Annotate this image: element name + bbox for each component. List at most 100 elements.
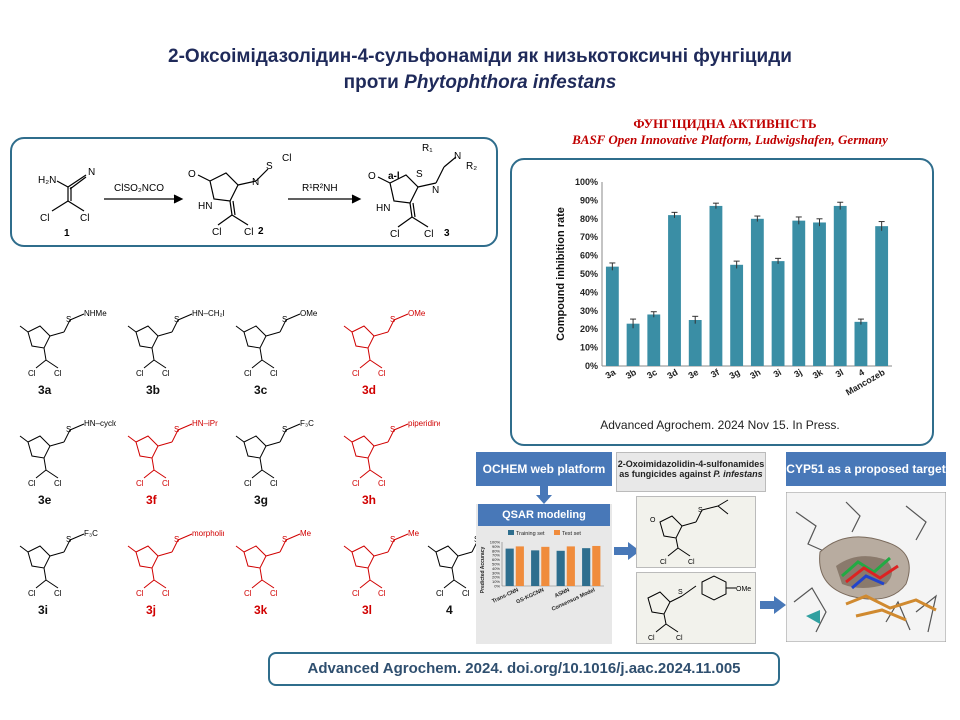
atom-cl: Cl: [352, 369, 360, 378]
atom-cl: Cl: [162, 589, 170, 598]
compound-substituent: F₃C: [300, 419, 314, 428]
y-tick-label: 80%: [580, 214, 598, 224]
title-line-1: 2-Оксоімідазолідин-4-сульфонаміди як низ…: [168, 46, 792, 67]
mini-y-axis-label: Predicted Accuracy: [480, 547, 486, 594]
atom-o: O: [188, 169, 196, 180]
label-1: 1: [64, 228, 70, 239]
atom-cl: Cl: [212, 227, 221, 238]
atom-cl: Cl: [136, 479, 144, 488]
arrow-right-icon: [760, 596, 786, 614]
atom-s: S: [174, 425, 179, 434]
y-tick-label: 30%: [580, 306, 598, 316]
compound-label: 3f: [146, 493, 158, 507]
atom-cl: Cl: [28, 369, 36, 378]
atom-cl: Cl: [162, 369, 170, 378]
cyp51-docking-image: [786, 492, 946, 642]
atom-cl: Cl: [28, 479, 36, 488]
x-tick-label: Mancozeb: [844, 367, 887, 398]
chart-reference: Advanced Agrochem. 2024 Nov 15. In Press…: [600, 418, 840, 432]
atom-cl: Cl: [80, 213, 89, 224]
label-2: 2: [258, 226, 264, 237]
atom-hn: HN: [376, 203, 390, 214]
compound-3e: HN–cyclobutylSClCl3e: [19, 419, 116, 507]
error-bar: [712, 202, 719, 209]
bar-3b: [626, 323, 640, 366]
atom-n: N: [252, 177, 259, 188]
activity-chart-box: [510, 158, 934, 446]
atom-cl: Cl: [136, 589, 144, 598]
y-tick-label: 60%: [580, 251, 598, 261]
compound-label: 4: [446, 603, 453, 617]
reagent-1: ClSO₂NCO: [114, 183, 164, 194]
atom-cl: Cl: [162, 479, 170, 488]
label-3: 3: [444, 228, 450, 239]
atom-cl: Cl: [648, 635, 655, 642]
atom-s: S: [698, 507, 703, 514]
atom-s: S: [66, 535, 71, 544]
atom-cl: Cl: [270, 369, 278, 378]
atom-ome: OMe: [736, 586, 751, 593]
bar-3j: [792, 220, 806, 366]
reagent-2: R¹R²NH: [302, 183, 338, 194]
x-tick-label: 3h: [748, 367, 762, 381]
bar-3g: [730, 264, 744, 366]
compound-library: NHMeSClCl3aHN–CH₂PhSClCl3bOMeSClCl3cOMeS…: [0, 262, 504, 642]
x-tick-label: 3g: [728, 367, 742, 381]
atom-n: N: [454, 151, 461, 162]
atom-s: S: [678, 589, 683, 596]
activity-heading: ФУНГІЦИДНА АКТИВНІСТЬ: [633, 116, 817, 131]
compound-3j: morpholineSClCl3j: [127, 529, 224, 617]
atom-cl: Cl: [40, 213, 49, 224]
activity-source: BASF Open Innovative Platform, Ludwigsha…: [572, 132, 888, 147]
bar-3l: [833, 205, 847, 366]
bar-3d: [668, 215, 681, 366]
error-bar: [754, 215, 761, 222]
compound-substituent: HN–CH₂Ph: [192, 309, 224, 318]
sulfonamides-box: 2-Oxoimidazolidin-4-sulfonamides as fung…: [616, 452, 766, 492]
atom-cl: Cl: [352, 589, 360, 598]
error-bar: [775, 257, 782, 264]
x-tick-label: 3b: [624, 367, 639, 381]
error-bar: [609, 262, 616, 271]
bar-Mancozeb: [875, 226, 889, 366]
error-bar: [857, 318, 864, 325]
atom-s: S: [66, 315, 71, 324]
bar-4: [854, 321, 868, 366]
compound-label: 3l: [362, 603, 372, 617]
compound-label: 3j: [146, 603, 156, 617]
compound-label: 3g: [254, 493, 268, 507]
y-tick-label: 10%: [580, 343, 598, 353]
atom-s: S: [416, 169, 423, 180]
atom-o: O: [368, 171, 376, 182]
atom-cl: Cl: [378, 589, 386, 598]
atom-s: S: [66, 425, 71, 434]
atom-h2n: H₂N: [38, 175, 56, 186]
bar-3i: [771, 261, 785, 366]
bar-3f: [709, 205, 723, 366]
compound-label: 3d: [362, 383, 376, 397]
mini-x-tick-label: GS-KGCNN: [515, 587, 545, 605]
mini-bar-training: [556, 550, 565, 586]
x-tick-label: 3k: [811, 367, 826, 381]
x-tick-label: 3c: [645, 367, 659, 381]
atom-s: S: [282, 535, 287, 544]
atom-hn: HN: [198, 201, 212, 212]
title-organism: Phytophthora infestans: [404, 72, 617, 93]
title-line-2: проти Phytophthora infestans: [0, 72, 960, 94]
mini-y-tick-label: 80%: [492, 548, 500, 553]
atom-n: N: [432, 185, 439, 196]
bar-3k: [813, 222, 826, 366]
compound-substituent: OMe: [408, 309, 426, 318]
atom-s: S: [282, 425, 287, 434]
atom-cl: Cl: [462, 589, 470, 598]
atom-s: S: [390, 535, 395, 544]
inhibition-chart: 0%10%20%30%40%50%60%70%80%90%100%Compoun…: [555, 177, 892, 398]
selected-compound-3f-panel: [636, 496, 756, 568]
x-tick-label: 3e: [687, 367, 701, 381]
citation: Advanced Agrochem. 2024. doi.org/10.1016…: [268, 652, 780, 686]
bar-3a: [605, 266, 619, 366]
compound-substituent: HN–iPr: [192, 419, 218, 428]
